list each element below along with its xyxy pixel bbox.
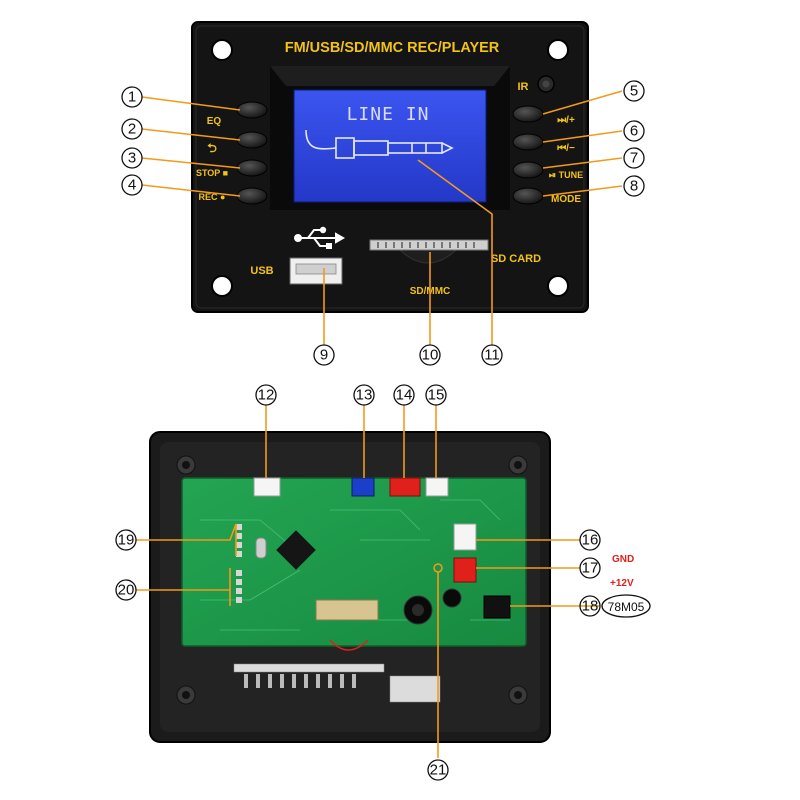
right-buttons: IR ⏭/+ ⏮/− ⏯ TUNE MODE [512, 75, 583, 205]
regulator-18 [483, 595, 511, 619]
rec-button[interactable] [236, 187, 268, 205]
callout-7: 7 [630, 150, 638, 167]
callout-19: 19 [118, 532, 135, 549]
regulator-label: 78M05 [608, 600, 645, 614]
next-label: ⏭/+ [557, 115, 575, 126]
eq-button[interactable] [236, 101, 268, 119]
next-button[interactable] [512, 105, 544, 123]
callout-21: 21 [430, 762, 447, 779]
connector-14 [389, 477, 421, 497]
callout-8: 8 [630, 178, 638, 195]
connector-16 [453, 523, 477, 551]
pin-header-20 [236, 570, 242, 603]
callout-12: 12 [258, 387, 275, 404]
callout-11: 11 [484, 347, 500, 364]
callout-18: 18 [582, 598, 599, 615]
callout-17: 17 [582, 560, 599, 577]
usb-icon [294, 226, 346, 249]
regulator-label-ring [601, 594, 651, 618]
callout-2: 2 [128, 121, 136, 138]
play-tune-button[interactable] [512, 161, 544, 179]
back-callout-lines [136, 405, 600, 758]
usb-label: USB [250, 265, 273, 277]
eq-label: EQ [207, 116, 222, 127]
callout-20: 20 [118, 582, 135, 599]
capacitor [442, 588, 462, 608]
tune-label: ⏯ TUNE [549, 170, 583, 180]
callout-markers: 1 2 3 4 5 6 7 8 9 10 11 12 13 14 15 16 1… [115, 80, 645, 781]
mounting-hole [211, 275, 233, 297]
left-buttons: EQ ⮌ STOP ■ REC ● [196, 101, 268, 205]
mounting-hole [547, 275, 569, 297]
connector-12 [253, 477, 281, 497]
connector-13 [351, 477, 375, 497]
stop-button[interactable] [236, 159, 268, 177]
callout-15: 15 [428, 387, 445, 404]
pin-header-19 [236, 524, 242, 557]
callout-10: 10 [422, 347, 439, 364]
callout-16: 16 [582, 532, 599, 549]
callout-1: 1 [128, 89, 136, 106]
mode-button[interactable] [512, 187, 544, 205]
callout-6: 6 [630, 123, 638, 140]
front-callout-lines [141, 90, 623, 345]
sd-card-slot[interactable] [369, 239, 489, 251]
ir-label: IR [518, 81, 529, 93]
mounting-hole [547, 39, 569, 61]
callout-4: 4 [128, 177, 136, 194]
gnd-label: GND [612, 554, 634, 565]
callout-3: 3 [128, 150, 136, 167]
lcd-text: LINE IN [347, 104, 430, 125]
callout-9: 9 [320, 347, 328, 364]
mounting-hole [211, 39, 233, 61]
power-connector-17 [453, 557, 477, 583]
rec-label: REC ● [199, 192, 226, 202]
stop-label: STOP ■ [196, 168, 228, 178]
prev-button[interactable] [512, 133, 544, 151]
back-board [149, 431, 551, 743]
connector-15 [425, 477, 449, 497]
v12-label: +12V [610, 578, 634, 589]
front-panel: FM/USB/SD/MMC REC/PLAYER LINE IN EQ ⮌ ST… [191, 21, 589, 313]
panel-title: FM/USB/SD/MMC REC/PLAYER [285, 40, 500, 56]
prev-label: ⏮/− [557, 143, 575, 154]
callout-5: 5 [630, 83, 638, 100]
main-chip [276, 530, 316, 570]
sd-card-label: SD CARD [491, 253, 541, 265]
loop-button[interactable] [236, 131, 268, 149]
callout-14: 14 [396, 387, 413, 404]
audio-jack-icon [305, 129, 454, 159]
loop-icon: ⮌ [207, 141, 217, 155]
mode-label: MODE [551, 194, 581, 205]
lcd-screen [293, 89, 487, 203]
callout-13: 13 [356, 387, 373, 404]
